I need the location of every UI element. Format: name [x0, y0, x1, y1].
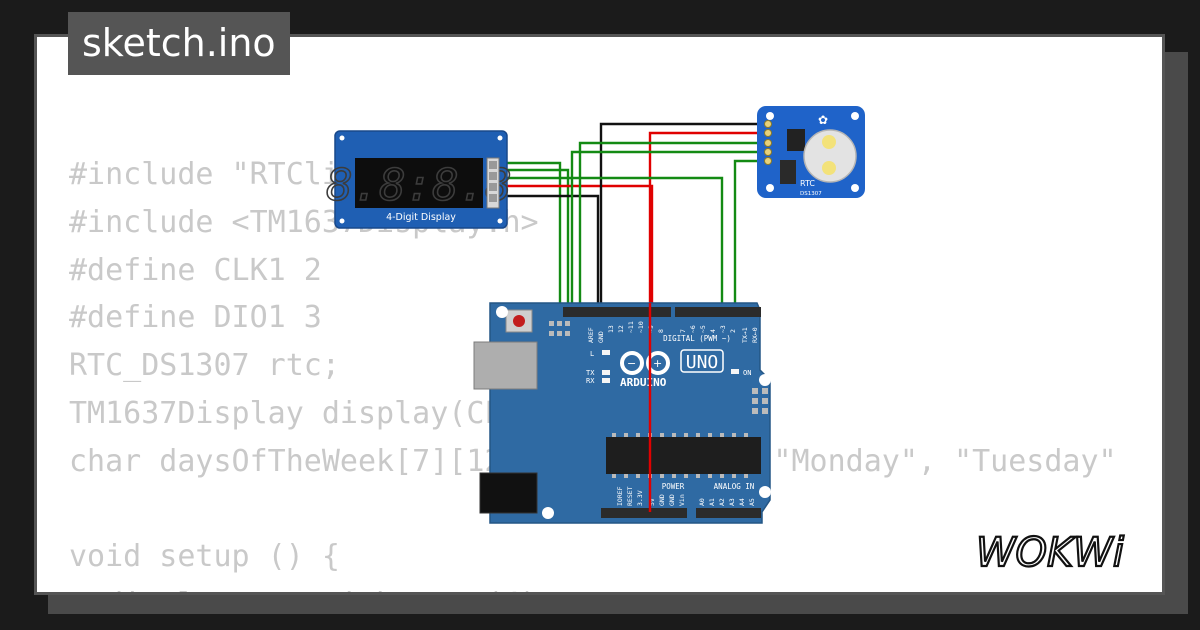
tm1637-display-module[interactable]: 8.8:8.8 4-Digit Display [325, 130, 513, 229]
code-line: void setup () { [69, 539, 340, 575]
code-line: #define DIO1 3 [69, 300, 322, 336]
pin-label: 3.3V [636, 490, 644, 506]
pin-label: 8 [657, 329, 665, 333]
wires [497, 122, 768, 512]
digital-label: DIGITAL (PWM ~) [663, 334, 731, 343]
pin-label: A1 [708, 498, 716, 506]
pin-label: A4 [738, 498, 746, 506]
display-digits: 8.8:8.8 [326, 160, 511, 211]
wire-rtc-sda[interactable] [578, 141, 768, 305]
usb-port [473, 341, 538, 390]
rtc-pins [764, 120, 772, 165]
svg-text:+: + [653, 357, 662, 370]
wire-display-gnd[interactable] [497, 194, 600, 305]
icsp-header [752, 388, 768, 414]
wire-display-extra[interactable] [497, 176, 724, 305]
power-label: POWER [662, 482, 685, 491]
led-rx-label: RX [586, 377, 595, 385]
pin-label: ~11 [627, 321, 635, 333]
pin-label: A2 [718, 498, 726, 506]
wire-display-dio[interactable] [497, 168, 570, 305]
pin-aref-label: AREF [587, 327, 595, 343]
pin-label: GND [668, 494, 676, 506]
display-caption: 4-Digit Display [386, 212, 456, 223]
arduino-model: UNO [686, 352, 719, 373]
arduino-uno-board[interactable]: AREF GND 13 12 ~11 ~10 ~9 8 7 ~6 ~5 4 ~3… [473, 302, 771, 524]
pin-label: A5 [748, 498, 756, 506]
analog-header [696, 508, 761, 518]
code-line: #define CLK1 2 [69, 252, 322, 288]
pin-label: TX→1 [741, 327, 749, 343]
rtc-star-icon: ✿ [818, 113, 828, 127]
led-on-label: ON [743, 369, 751, 377]
pin-label: 12 [617, 325, 625, 333]
led-l-label: L [590, 350, 594, 358]
pin-label: 5V [648, 498, 656, 506]
pin-label: ~10 [637, 321, 645, 333]
atmega-chip [606, 437, 761, 474]
pin-label: A0 [698, 498, 706, 506]
file-tab[interactable]: sketch.ino [68, 12, 290, 75]
rtc-label: RTC [800, 179, 815, 188]
pin-label: A3 [728, 498, 736, 506]
pin-label: 7 [679, 329, 687, 333]
wire-rtc-scl[interactable] [570, 150, 768, 305]
pin-label: GND [658, 494, 666, 506]
digital-header [563, 307, 671, 317]
pin-label: ~3 [719, 325, 727, 333]
arduino-logo-icon [620, 351, 670, 375]
wire-rtc-gnd[interactable] [599, 122, 768, 305]
digital-header-2 [675, 307, 761, 317]
pin-gnd-label: GND [597, 331, 605, 343]
file-tab-label: sketch.ino [82, 21, 276, 65]
analog-label: ANALOG IN [714, 482, 755, 491]
power-jack [479, 472, 538, 514]
rtc-chip-label: DS1307 [800, 191, 822, 197]
pin-label: 4 [709, 329, 717, 333]
pin-label: 13 [607, 325, 615, 333]
icsp-header-small [549, 321, 570, 336]
pin-label: Vin [678, 494, 686, 506]
code-line: RTC_DS1307 rtc; [69, 348, 340, 384]
pin-label: RX←0 [751, 327, 759, 343]
wokwi-logo-icon: WOKWi [975, 529, 1125, 577]
wokwi-logo: WOKWi [975, 528, 1152, 581]
code-line: display.setBrightness(4); [69, 581, 1117, 592]
power-header [601, 508, 687, 518]
pin-label: ~6 [689, 325, 697, 333]
wire-display-clk[interactable] [497, 161, 562, 305]
wokwi-logo-text: WOKWi [976, 530, 1124, 576]
pin-label: RESET [626, 486, 634, 506]
pin-label: IOREF [616, 486, 624, 506]
pin-label: ~5 [699, 325, 707, 333]
svg-text:−: − [627, 357, 636, 370]
led-tx-label: TX [586, 369, 595, 377]
arduino-brand: ARDUINO [620, 376, 667, 389]
rtc-ds1307-module[interactable]: ✿ RTC DS1307 [757, 106, 865, 198]
pin-label: 2 [729, 329, 737, 333]
